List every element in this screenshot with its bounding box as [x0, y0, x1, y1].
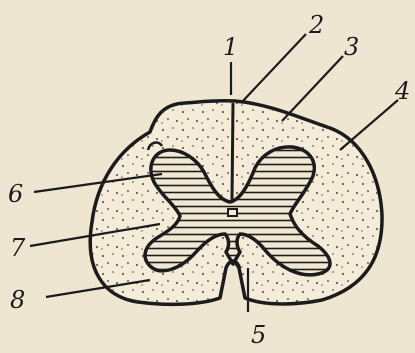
central-canal: [228, 209, 237, 216]
dorsal-median-septum: [232, 103, 233, 200]
leader-line-2: [241, 34, 306, 103]
label-1: 1: [223, 33, 238, 61]
leader-line-4: [340, 100, 398, 150]
label-3: 3: [344, 33, 359, 61]
label-2: 2: [308, 11, 324, 39]
label-5: 5: [251, 321, 266, 349]
label-8: 8: [10, 286, 25, 314]
label-6: 6: [8, 180, 23, 208]
label-7: 7: [10, 234, 26, 262]
leader-line-3: [282, 56, 343, 121]
label-4: 4: [394, 77, 410, 105]
